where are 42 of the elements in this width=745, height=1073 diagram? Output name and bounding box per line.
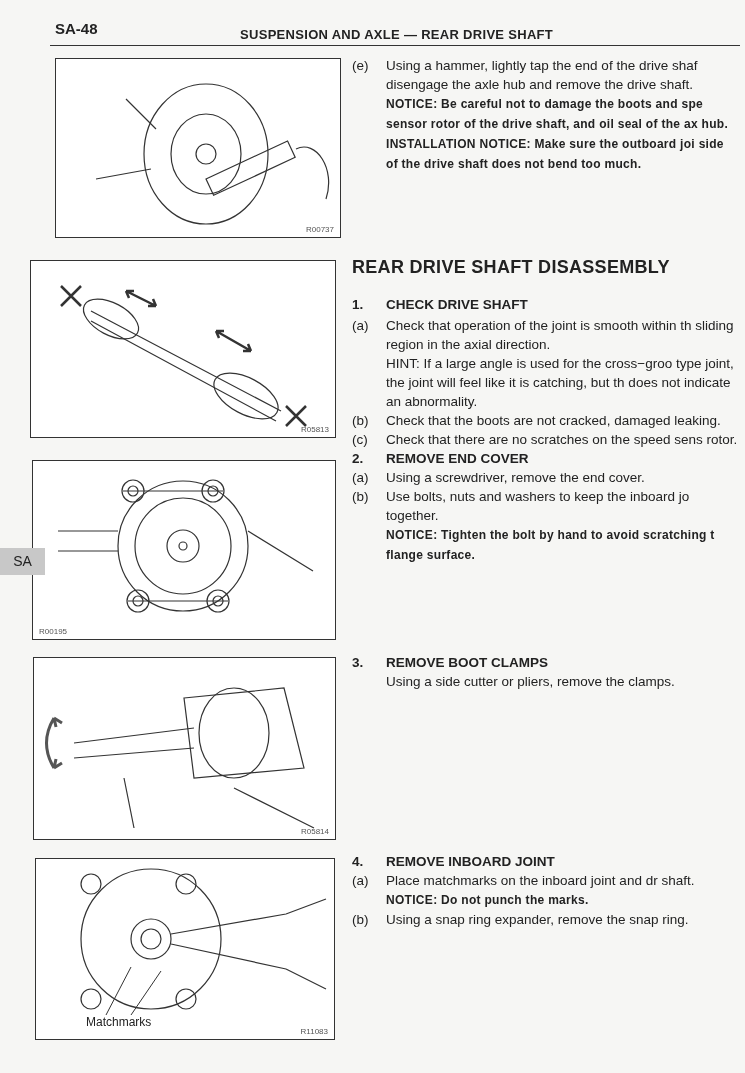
step-text: Using a side cutter or pliers, remove the clamps. (386, 673, 676, 691)
figure-code: R11083 (300, 1027, 328, 1036)
step-heading: REMOVE INBOARD JOINT (386, 853, 556, 871)
section-tab: SA (0, 548, 45, 575)
item-marker: (b) (352, 911, 370, 929)
page-heading: SUSPENSION AND AXLE — REAR DRIVE SHAFT (240, 27, 554, 42)
leader-line (105, 966, 132, 1016)
item-marker: (a) (352, 469, 370, 487)
figure-code: R05813 (300, 425, 329, 434)
step-number: 2. (352, 450, 365, 468)
notice-text: INSTALLATION NOTICE: Make sure the outboard joi side of the drive shaft does not bend too much. (386, 136, 725, 173)
notice-text: NOTICE: Tighten the bolt by hand to avoid scratching t flange surface. (386, 527, 716, 564)
step-heading: REMOVE END COVER (386, 450, 530, 468)
step-number: 1. (352, 296, 365, 314)
leader-line (130, 970, 162, 1016)
step-text: Check that there are no scratches on the speed sens rotor. (386, 431, 738, 449)
step-number: 3. (352, 654, 365, 672)
step-text: Check that the boots are not cracked, damaged leaking. (386, 412, 722, 430)
item-marker: (b) (352, 412, 370, 430)
step-text: Check that operation of the joint is smooth within th sliding region in the axial direction. (386, 317, 735, 354)
step-text: Using a hammer, lightly tap the end of the drive shaf disengage the axle hub and remove the drive shaft. (386, 57, 699, 94)
step-text: Use bolts, nuts and washers to keep the inboard jo together. (386, 488, 691, 525)
step-text: Using a screwdriver, remove the end cover. (386, 469, 646, 487)
page-number: SA-48 (55, 20, 98, 37)
notice-text: NOTICE: Be careful not to damage the boots and spe sensor rotor of the drive shaft, and oil seal of the ax hub. (386, 96, 730, 133)
step-number: 4. (352, 853, 365, 871)
figure-code: R05814 (300, 827, 329, 836)
figure-code: R00195 (39, 627, 68, 636)
notice-text: NOTICE: Do not punch the marks. (386, 892, 590, 909)
section-heading: REAR DRIVE SHAFT DISASSEMBLY (352, 256, 671, 279)
step-heading: REMOVE BOOT CLAMPS (386, 654, 549, 672)
item-marker: (c) (352, 431, 369, 449)
step-heading: CHECK DRIVE SHAFT (386, 296, 529, 314)
item-marker: (b) (352, 488, 370, 506)
item-marker: (a) (352, 872, 370, 890)
item-marker: (e) (352, 57, 370, 75)
step-text: Place matchmarks on the inboard joint and dr shaft. (386, 872, 696, 890)
step-text: Using a snap ring expander, remove the snap ring. (386, 911, 690, 929)
step-text: HINT: If a large angle is used for the cross−groo type joint, the joint will feel like it is catching, but th does not indicate an abnormality. (386, 355, 735, 411)
callout-label: Matchmarks (86, 1015, 152, 1029)
figure-code: R00737 (305, 225, 334, 234)
item-marker: (a) (352, 317, 370, 335)
